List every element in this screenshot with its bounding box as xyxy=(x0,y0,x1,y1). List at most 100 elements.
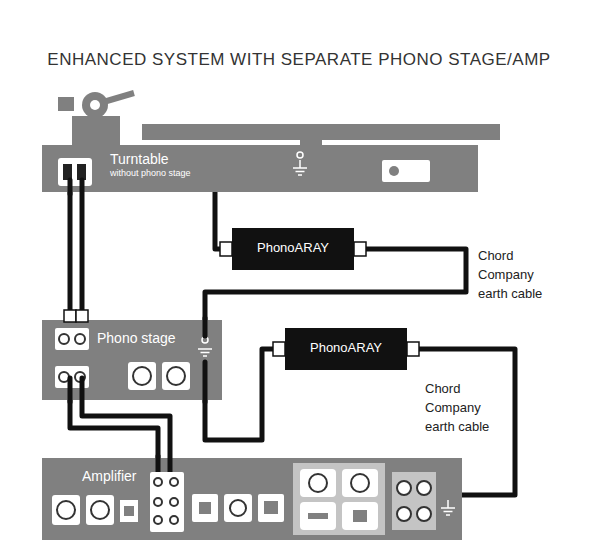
tonearm xyxy=(58,92,134,146)
cable xyxy=(68,192,73,320)
rca-cable xyxy=(82,378,170,472)
amplifier-box: Amplifier xyxy=(42,458,462,540)
amplifier-sockets xyxy=(264,501,278,514)
amplifier-sockets xyxy=(192,494,218,522)
xlr-socket xyxy=(167,367,185,385)
amplifier-sockets xyxy=(397,507,411,521)
amplifier-sockets xyxy=(120,500,138,522)
amplifier-sockets xyxy=(199,502,211,514)
tonearm xyxy=(90,100,100,110)
earth-symbol xyxy=(299,160,301,168)
earth-wire xyxy=(203,362,208,402)
amplifier-sockets xyxy=(308,513,328,519)
turntable-socket xyxy=(58,158,92,186)
earth-post xyxy=(202,337,208,343)
amplifier-sockets xyxy=(309,474,327,492)
amplifier-sockets xyxy=(353,510,367,522)
amplifier-sockets xyxy=(170,498,178,506)
node-title: PhonoARAY xyxy=(310,340,382,356)
tonearm-cable xyxy=(80,180,85,316)
xlr-socket xyxy=(128,362,190,390)
amplifier-sockets xyxy=(351,474,369,492)
phonoaray-box: PhonoARAY xyxy=(232,228,354,270)
amplifier-sockets xyxy=(150,472,184,532)
rca-socket xyxy=(55,328,89,388)
earth-post xyxy=(198,348,212,350)
tonearm xyxy=(100,93,134,103)
cable xyxy=(215,192,232,249)
turntable-socket xyxy=(63,164,72,180)
tonearm-cable xyxy=(68,180,73,194)
earth-symbol xyxy=(446,514,450,516)
tonearm xyxy=(72,116,120,146)
turntable-button xyxy=(382,160,430,182)
node-title: PhonoARAY xyxy=(257,240,329,256)
earth-symbol xyxy=(447,500,449,508)
earth-wire xyxy=(68,378,73,402)
tonearm xyxy=(82,92,108,118)
amplifier-sockets xyxy=(154,498,162,506)
tonearm-cable xyxy=(70,180,82,316)
earth-symbol xyxy=(441,500,455,515)
earth-symbol xyxy=(297,152,303,158)
amplifier-sockets xyxy=(154,516,162,524)
cable-plug xyxy=(407,342,419,356)
xlr-socket xyxy=(128,362,156,390)
rca-socket xyxy=(55,328,89,350)
amplifier-sockets xyxy=(397,481,411,495)
earth-post xyxy=(201,352,210,354)
amplifier-sockets xyxy=(170,478,178,486)
amplifier-sockets xyxy=(392,472,436,530)
amplifier-sockets xyxy=(258,494,284,522)
amplifier-sockets xyxy=(342,469,378,497)
node-title: Turntable xyxy=(110,151,169,168)
earth-symbol xyxy=(444,511,453,513)
turntable-socket xyxy=(77,164,86,180)
amplifier-sockets xyxy=(57,501,75,519)
amplifier-sockets xyxy=(300,502,336,530)
earth-post xyxy=(198,337,212,356)
rca-socket xyxy=(55,366,89,388)
rca-socket xyxy=(59,372,69,382)
cable-plug xyxy=(64,310,76,322)
turntable-socket xyxy=(58,158,92,186)
earth-post xyxy=(203,355,207,357)
phonoaray-box: PhonoARAY xyxy=(285,328,407,370)
tonearm xyxy=(58,97,74,111)
xlr-socket xyxy=(162,362,190,390)
rca-cable xyxy=(156,456,161,472)
earth-symbol xyxy=(298,174,302,176)
cable-plug xyxy=(76,310,88,322)
cable-plug xyxy=(354,242,366,256)
turntable-platter xyxy=(142,124,500,140)
cable-plug xyxy=(273,342,285,356)
node-title: Amplifier xyxy=(82,468,136,485)
amplifier-sockets xyxy=(224,494,252,522)
earth-wire xyxy=(203,318,208,336)
rca-socket xyxy=(75,372,85,382)
phono-stage-box: Phono stage xyxy=(42,320,222,400)
turntable-box: Turntablewithout phono stage xyxy=(42,145,478,192)
turntable-platter xyxy=(142,124,500,146)
xlr-socket xyxy=(133,367,151,385)
amplifier-sockets xyxy=(52,495,80,525)
earth-symbol xyxy=(293,167,307,169)
rca-socket xyxy=(59,334,69,344)
node-title: Phono stage xyxy=(97,330,176,347)
turntable-button xyxy=(389,166,399,176)
amplifier-sockets xyxy=(417,507,431,521)
cable-plug xyxy=(220,242,419,356)
earth-symbol xyxy=(441,507,455,509)
earth-symbol xyxy=(293,152,307,175)
amplifier-sockets xyxy=(417,481,431,495)
cable-plug xyxy=(64,310,88,322)
earth-symbol xyxy=(296,171,305,173)
cable-label: Chord Company earth cable xyxy=(478,246,558,303)
cable xyxy=(70,400,158,458)
turntable-button xyxy=(382,160,430,182)
amplifier-sockets xyxy=(52,463,436,535)
cable-plug xyxy=(220,242,232,256)
cable-label: Chord Company earth cable xyxy=(425,379,505,436)
amplifier-sockets xyxy=(86,495,114,525)
